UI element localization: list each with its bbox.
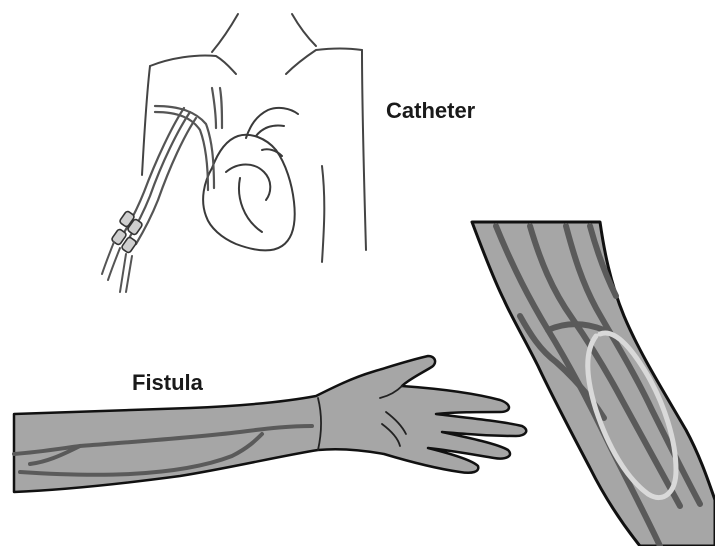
neck-left-line <box>212 14 238 52</box>
forearm-closeup-illustration <box>472 222 715 546</box>
clavicle-right <box>286 49 362 75</box>
clavicle-left <box>150 55 236 74</box>
jugular-vein-2 <box>220 88 222 128</box>
fistula-label: Fistula <box>132 370 203 396</box>
neck-right-line <box>292 14 316 46</box>
arm-illustration <box>14 356 526 492</box>
heart-vessel-1 <box>246 108 298 138</box>
lumen-end-4 <box>126 256 132 292</box>
torso-left-side <box>142 66 150 175</box>
jugular-vein-1 <box>212 88 216 128</box>
catheter-lumens <box>111 210 143 253</box>
armpit-right <box>322 166 324 262</box>
torso-right-side <box>362 50 366 250</box>
lumen-end-3 <box>120 254 126 292</box>
catheter-label: Catheter <box>386 98 475 124</box>
heart-illustration <box>203 108 298 251</box>
heart-vessel-2 <box>256 125 284 136</box>
arm-skin <box>14 356 526 492</box>
heart-outline <box>203 135 295 251</box>
